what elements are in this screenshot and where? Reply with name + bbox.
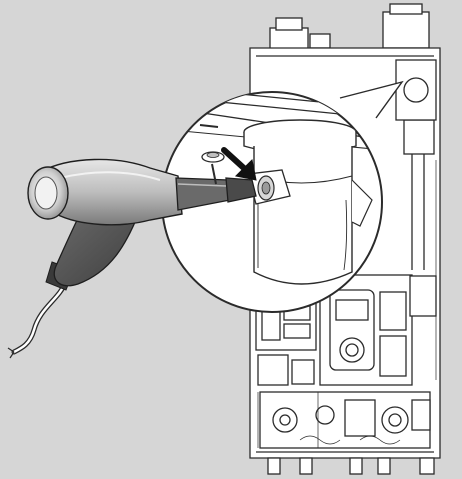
pointer-arrow-icon xyxy=(221,147,257,181)
detail-magnifier xyxy=(161,80,404,313)
heat-gun xyxy=(7,158,257,359)
heat-gun-nozzle xyxy=(225,177,257,203)
